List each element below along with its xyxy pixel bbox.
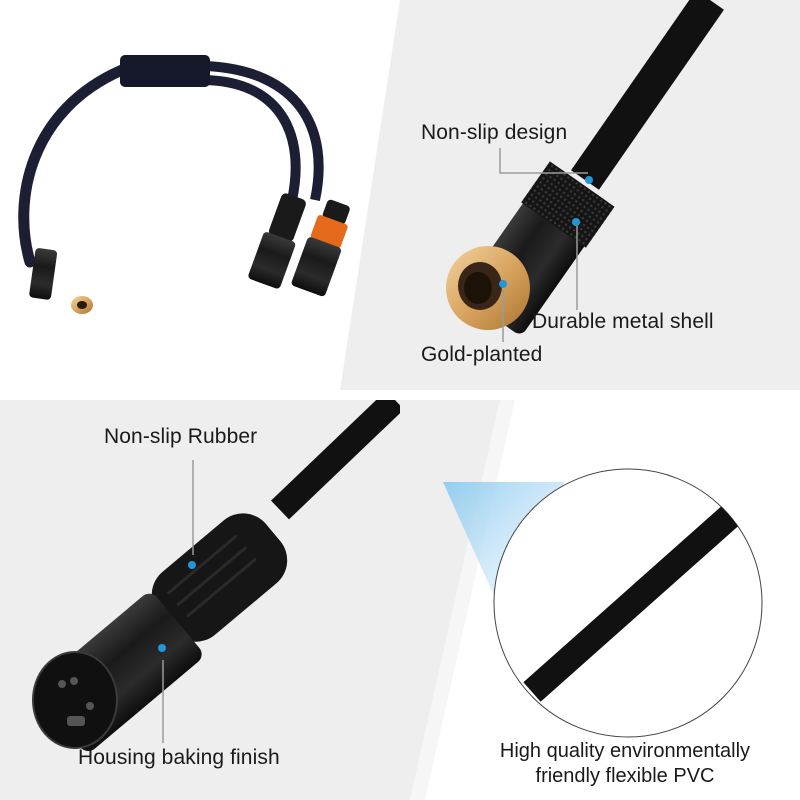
pvc-caption-line2: friendly flexible PVC: [535, 765, 715, 787]
pvc-caption: High quality environmentally friendly fl…: [470, 739, 780, 789]
label-housing-baking-finish: Housing baking finish: [78, 746, 280, 769]
xlr-plug-callouts: [158, 460, 196, 743]
female-jack-callouts: [499, 148, 593, 342]
label-durable-metal-shell: Durable metal shell: [532, 310, 714, 333]
xlr-plug-image: [32, 400, 400, 752]
pvc-caption-line1: High quality environmentally: [499, 740, 751, 762]
label-gold-planted: Gold-planted: [421, 343, 543, 366]
label-non-slip-design: Non-slip design: [421, 121, 568, 144]
female-jack-image: [446, 0, 724, 334]
label-non-slip-rubber: Non-slip Rubber: [104, 425, 258, 448]
overview-cable-image: [18, 55, 350, 314]
